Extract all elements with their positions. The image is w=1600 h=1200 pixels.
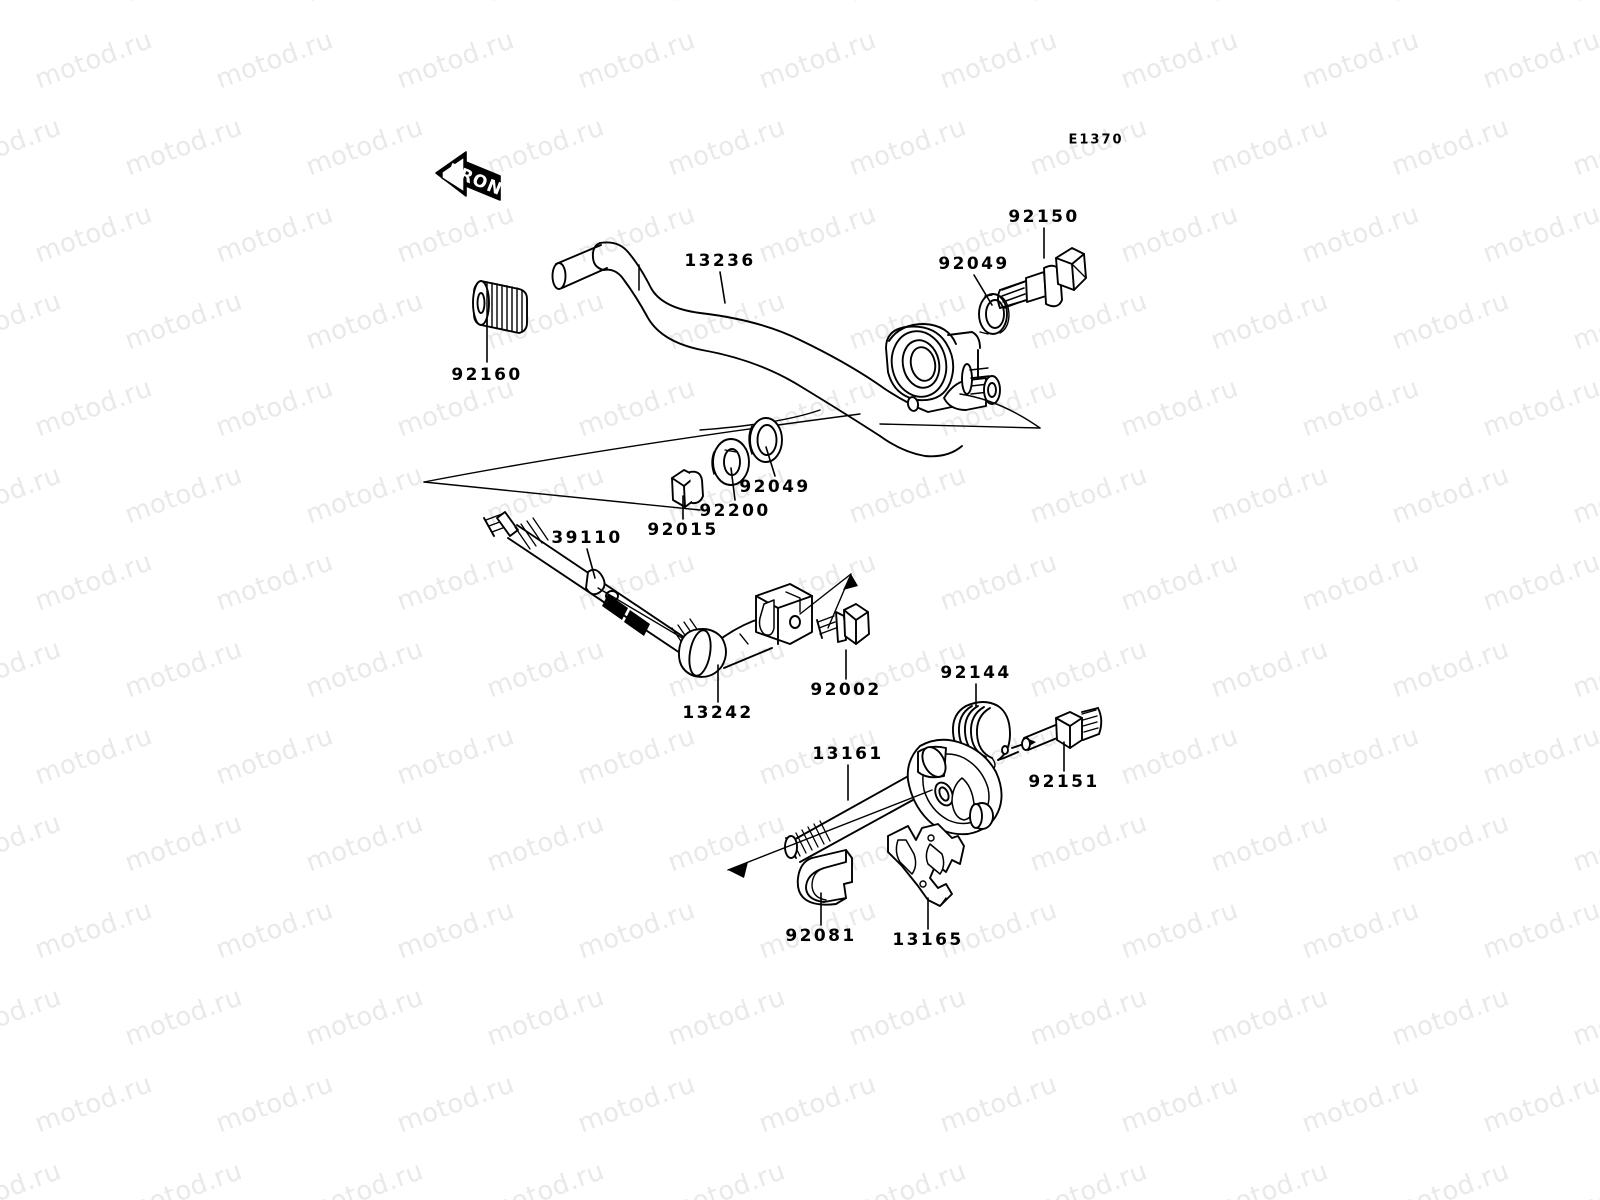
- part-92002-bolt: [816, 603, 870, 645]
- part-number-label-return-spring[interactable]: 92144: [940, 663, 1012, 683]
- part-number-label-nut[interactable]: 92015: [647, 520, 719, 540]
- part-13242-shift-rod-arm: [678, 573, 858, 678]
- part-number-label-oil-seal-lower[interactable]: 92049: [739, 477, 811, 497]
- part-number-label-shift-pedal-lever[interactable]: 13236: [684, 251, 756, 271]
- leader-line-tie-rod: [586, 548, 596, 579]
- part-92200-washer: [711, 438, 750, 486]
- part-number-label-gear-change-shaft[interactable]: 13161: [812, 744, 884, 764]
- part-92081-spring-clip: [796, 849, 853, 906]
- part-13236-shift-pedal-lever: [423, 241, 1041, 511]
- leader-line-oil-seal-upper: [973, 274, 993, 306]
- part-number-label-arm-clamp-bolt[interactable]: 92002: [810, 680, 882, 700]
- part-number-label-spring-pin-bolt[interactable]: 92151: [1028, 772, 1100, 792]
- part-number-label-oil-seal-upper[interactable]: 92049: [938, 254, 1010, 274]
- part-92150-pivot-bolt: [997, 247, 1087, 309]
- part-92049-oil-seal-lower: [748, 417, 783, 463]
- part-number-label-washer[interactable]: 92200: [699, 501, 771, 521]
- front-arrow-marker: [435, 151, 501, 201]
- diagram-code: E1370: [1068, 132, 1124, 148]
- leader-lines: [486, 227, 1065, 930]
- part-92015-nut: [671, 469, 704, 508]
- leader-line-washer: [730, 467, 736, 501]
- part-92151-bolt: [1021, 707, 1103, 751]
- leader-line-oil-seal-lower: [765, 446, 776, 477]
- part-number-label-shift-rod-arm[interactable]: 13242: [682, 703, 754, 723]
- part-number-label-shift-pawl-plate[interactable]: 13165: [892, 930, 964, 950]
- part-number-label-pawl-spring-clip[interactable]: 92081: [785, 926, 857, 946]
- part-number-label-tie-rod[interactable]: 39110: [551, 528, 623, 548]
- part-13161-gear-change-shaft: [727, 738, 1003, 878]
- part-number-label-pedal-rubber-cover[interactable]: 92160: [451, 365, 523, 385]
- part-number-label-pivot-bolt[interactable]: 92150: [1008, 207, 1080, 227]
- part-13165-shift-pawl-plate: [887, 823, 965, 907]
- leader-line-shift-pedal-lever: [719, 271, 726, 304]
